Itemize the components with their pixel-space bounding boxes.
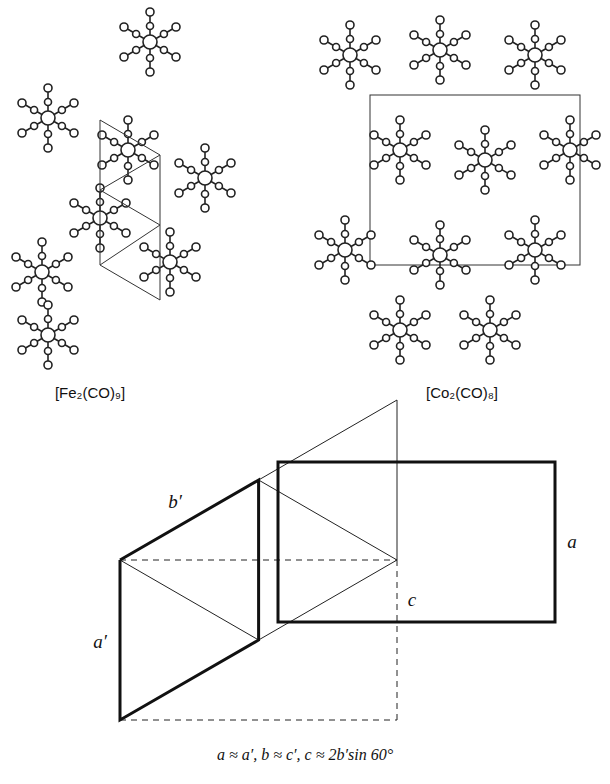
compound-label: [Fe₂(CO)₉] xyxy=(55,385,125,402)
axis-label: c xyxy=(408,590,416,611)
relation-equation: a ≈ a′, b ≈ c′, c ≈ 2b′sin 60° xyxy=(217,746,393,764)
axis-label: b′ xyxy=(168,492,182,513)
co-packing xyxy=(315,16,600,364)
fe-packing xyxy=(12,8,235,369)
unit-cell-geometry xyxy=(120,400,555,720)
axis-label: a′ xyxy=(93,632,107,653)
axis-label: a xyxy=(567,532,577,553)
compound-label: [Co₂(CO)₈] xyxy=(426,385,498,402)
